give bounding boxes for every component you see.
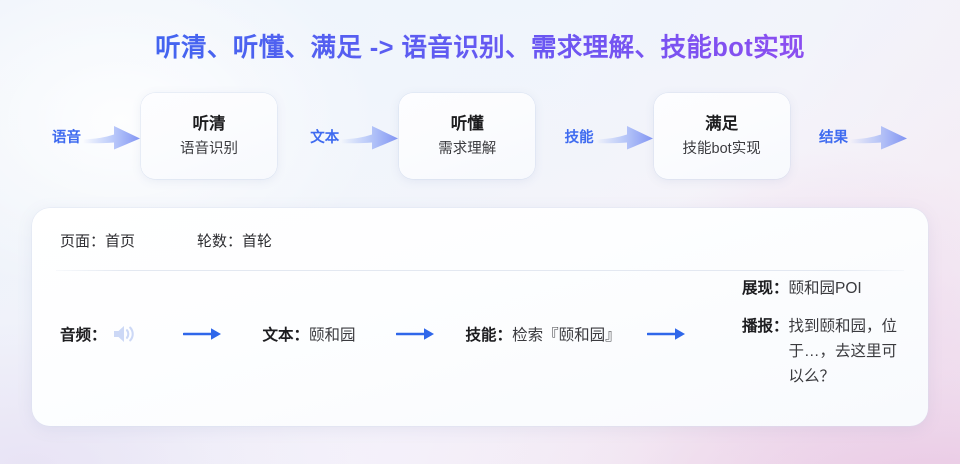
gradient-arrow-icon xyxy=(83,126,140,150)
text-value: 颐和园 xyxy=(309,327,356,344)
pipeline-arrow-1 xyxy=(182,304,223,364)
flow-box-subtitle: 语音识别 xyxy=(180,140,238,157)
pipeline-flow-diagram: 语音 听清 语音识别 文本 xyxy=(52,92,908,180)
card-meta-row: 页面：首页 轮数：首轮 xyxy=(60,230,272,251)
flow-box-title: 听懂 xyxy=(450,115,484,133)
flow-box-title: 满足 xyxy=(705,115,739,133)
gradient-arrow-icon xyxy=(595,126,653,150)
skill-label: 技能： xyxy=(465,327,513,344)
result-show-key: 展现： xyxy=(742,280,789,297)
audio-label: 音频： xyxy=(60,327,107,344)
flow-box-subtitle: 技能bot实现 xyxy=(682,140,761,157)
gradient-arrow-icon xyxy=(341,126,399,150)
flow-arrow-label: 技能 xyxy=(564,129,594,146)
result-show-value: 颐和园POI xyxy=(788,280,862,297)
flow-box-title: 听清 xyxy=(192,115,226,133)
skill-segment: 技能： 检索『颐和园』 xyxy=(466,304,621,364)
result-speak-key: 播报： xyxy=(742,318,789,335)
session-detail-card: 页面：首页 轮数：首轮 音频： xyxy=(32,208,928,426)
audio-segment: 音频： xyxy=(60,304,137,364)
result-show-line: 展现： 颐和园POI xyxy=(742,276,906,301)
result-speak-value: 找到颐和园，位于…，去这里可以么？ xyxy=(788,318,898,385)
pipeline-arrow-3 xyxy=(646,304,687,364)
flow-arrow-voice: 语音 xyxy=(52,92,141,180)
request-pipeline: 音频： 文本： 颐和园 xyxy=(60,280,906,410)
flow-box-nlu: 听懂 需求理解 xyxy=(399,93,536,179)
round-meta: 轮数：首轮 xyxy=(197,233,273,250)
flow-arrow-label: 语音 xyxy=(52,129,81,146)
flow-arrow-result: 结果 xyxy=(819,92,908,180)
flow-arrow-text: 文本 xyxy=(310,92,399,180)
flow-arrow-skill: 技能 xyxy=(565,92,654,180)
result-block: 展现： 颐和园POI 播报： 找到颐和园，位于…，去这里可以么？ xyxy=(742,280,906,389)
flow-arrow-label: 结果 xyxy=(819,129,848,146)
flow-arrow-label: 文本 xyxy=(310,129,340,146)
page-title: 听清、听懂、满足 -> 语音识别、需求理解、技能bot实现 xyxy=(0,27,960,64)
skill-value: 检索『颐和园』 xyxy=(512,327,621,344)
text-segment: 文本： 颐和园 xyxy=(263,304,356,364)
card-divider xyxy=(56,270,904,271)
gradient-arrow-icon xyxy=(850,126,907,150)
result-speak-line: 播报： 找到颐和园，位于…，去这里可以么？ xyxy=(742,314,906,389)
flow-box-skill-bot: 满足 技能bot实现 xyxy=(653,93,790,179)
pipeline-arrow-2 xyxy=(395,304,436,364)
speaker-icon[interactable] xyxy=(111,322,137,346)
flow-box-asr: 听清 语音识别 xyxy=(141,93,277,179)
flow-box-subtitle: 需求理解 xyxy=(438,140,497,157)
text-label: 文本： xyxy=(262,327,310,344)
page-meta: 页面：首页 xyxy=(60,233,136,250)
